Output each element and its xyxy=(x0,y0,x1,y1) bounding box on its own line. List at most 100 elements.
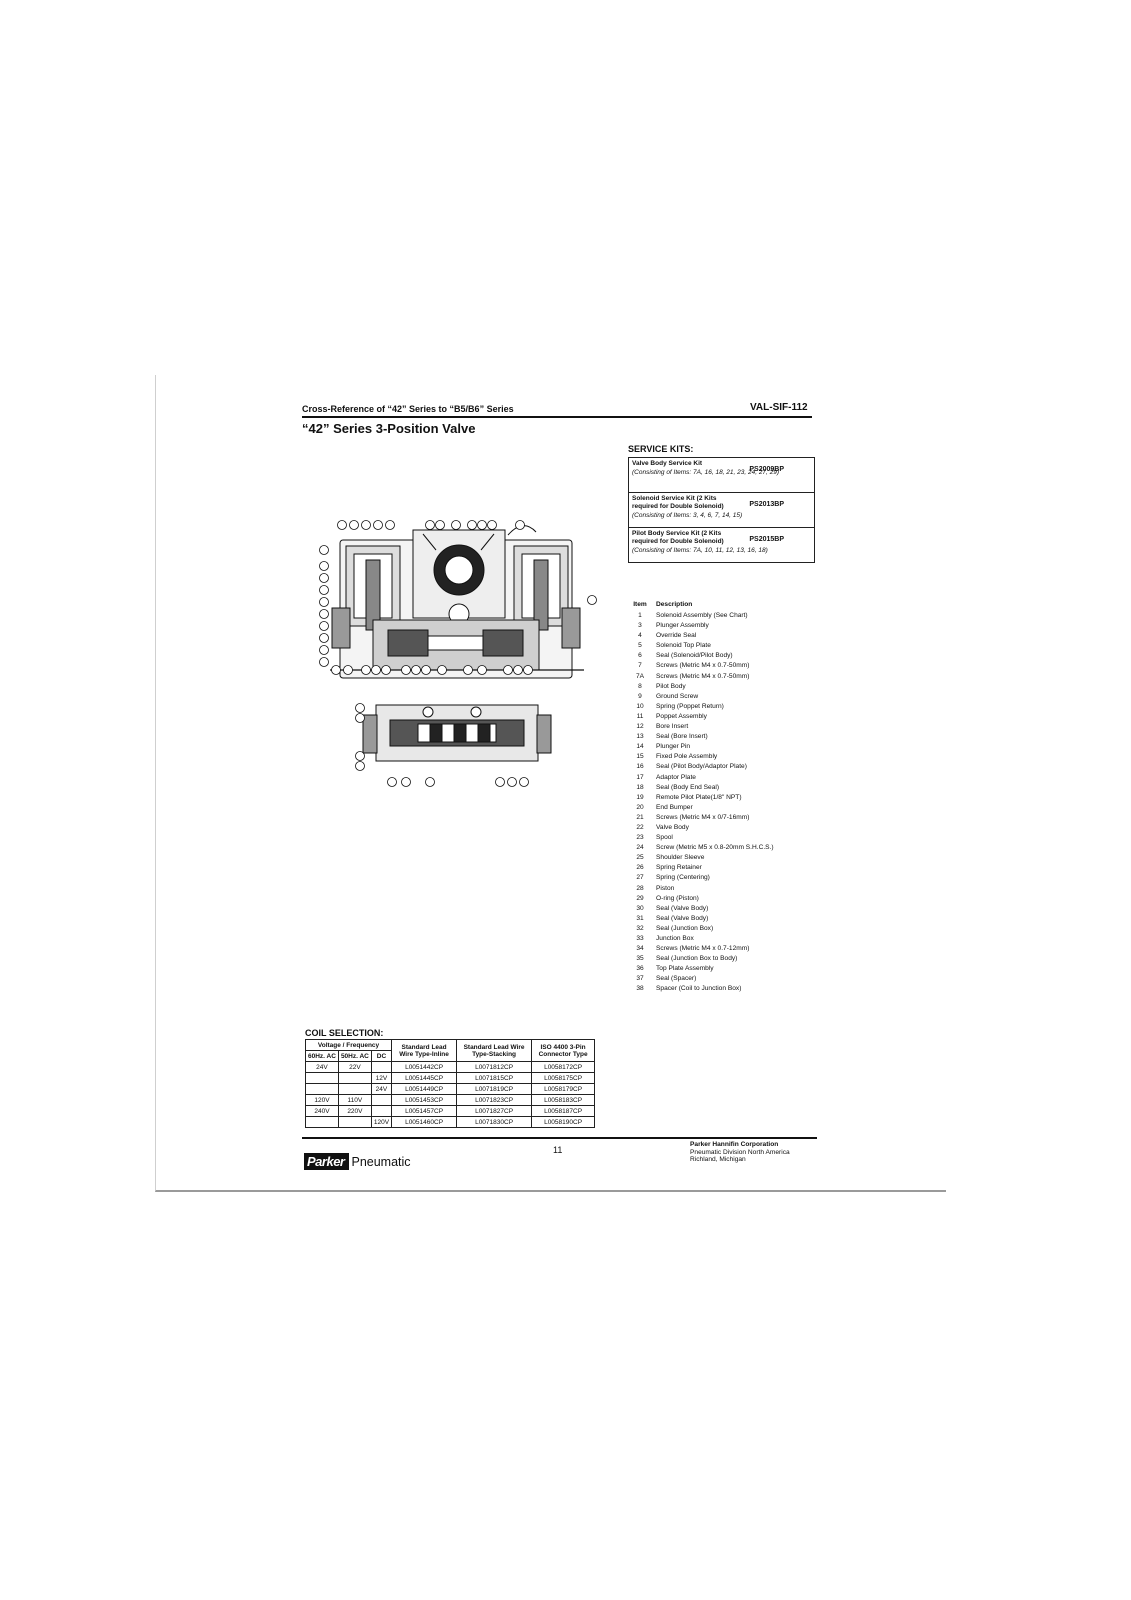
parts-list-row: 11 Poppet Assembly xyxy=(630,712,774,722)
service-kit-row: Solenoid Service Kit (2 Kits required fo… xyxy=(629,493,814,528)
item-description: Fixed Pole Assembly xyxy=(656,753,718,761)
iso-part: L0058187CP xyxy=(531,1105,596,1117)
parker-logo-mark: Parker xyxy=(304,1153,350,1170)
kit-name: Pilot Body Service Kit (2 Kits required … xyxy=(632,530,724,545)
item-description: Spring Retainer xyxy=(656,864,702,872)
item-description: Solenoid Top Plate xyxy=(656,642,711,650)
inline-part: L0051445CP xyxy=(391,1072,458,1084)
item-description: Seal (Spacer) xyxy=(656,975,697,983)
item-description: O-ring (Piston) xyxy=(656,894,699,902)
item-number: 11 xyxy=(636,712,644,720)
item-description: Bore Insert xyxy=(656,723,689,731)
hz50-value: 220V xyxy=(337,1105,372,1117)
parker-logo-word: Pneumatic xyxy=(351,1154,411,1169)
service-kit-row: Pilot Body Service Kit (2 Kits required … xyxy=(629,528,814,562)
hz60-value: 24V xyxy=(305,1061,339,1073)
item-number: 4 xyxy=(638,632,642,640)
item-number: 33 xyxy=(636,935,644,942)
item-number: 17 xyxy=(636,773,644,781)
item-description: End Bumper xyxy=(656,803,693,811)
item-number: 26 xyxy=(636,864,644,872)
item-number: 14 xyxy=(636,743,644,751)
item-number: 35 xyxy=(636,955,644,963)
stacking-header: Standard Lead Wire Type-Stacking xyxy=(456,1039,533,1062)
item-number: 3 xyxy=(638,622,642,630)
dc-value: 120V xyxy=(370,1116,393,1128)
iso-part: L0058172CP xyxy=(531,1061,596,1073)
service-kits-table: Valve Body Service Kit PS2009BP (Consist… xyxy=(628,457,815,563)
item-description: Poppet Assembly xyxy=(656,712,707,720)
item-number: 22 xyxy=(636,823,644,831)
inline-part: L0051457CP xyxy=(391,1105,458,1117)
item-number: 27 xyxy=(636,874,644,882)
stacking-part: L0071819CP xyxy=(456,1083,533,1095)
corp-division: Pneumatic Division North America xyxy=(690,1148,790,1156)
item-number: 36 xyxy=(636,965,644,973)
service-kits-heading: SERVICE KITS: xyxy=(628,444,694,454)
item-number: 38 xyxy=(636,985,644,993)
iso-part: L0058190CP xyxy=(531,1116,596,1128)
coil-selection-table: Voltage / Frequency Standard Lead Wire T… xyxy=(304,1039,596,1128)
inline-part: L0051453CP xyxy=(391,1094,458,1106)
50hz-header: 50Hz. AC xyxy=(337,1050,372,1062)
kit-name: Solenoid Service Kit (2 Kits required fo… xyxy=(632,495,724,510)
page-title: “42” Series 3-Position Valve xyxy=(302,421,476,436)
hz50-value: 22V xyxy=(337,1061,372,1073)
item-number: 13 xyxy=(636,733,644,741)
hz60-value xyxy=(305,1116,339,1128)
document-code: VAL-SIF-112 xyxy=(750,402,808,413)
item-number: 6 xyxy=(638,652,642,660)
item-description: Screws (Metric M4 x 0.7-50mm) xyxy=(656,662,750,670)
iso-connector-header: ISO 4400 3-Pin Connector Type xyxy=(531,1039,596,1062)
item-number: 20 xyxy=(636,803,644,811)
corp-name: Parker Hannifin Corporation xyxy=(690,1141,779,1148)
item-column-header: Item xyxy=(633,601,647,608)
iso-part: L0058175CP xyxy=(531,1072,596,1084)
kit-contents: (Consisting of Items: 7A, 16, 18, 21, 23… xyxy=(632,469,780,476)
item-description: Spring (Poppet Return) xyxy=(656,702,724,710)
kit-part-number: PS2015BP xyxy=(749,536,784,543)
kit-contents: (Consisting of Items: 7A, 10, 11, 12, 13… xyxy=(632,547,768,554)
item-description: Seal (Pilot Body/Adaptor Plate) xyxy=(656,763,747,771)
parts-list-row: 20 End Bumper xyxy=(630,803,774,813)
dc-value: 24V xyxy=(370,1083,393,1095)
item-description: Screws (Metric M4 x 0.7-50mm) xyxy=(656,672,750,680)
page-number: 11 xyxy=(553,1145,563,1155)
voltage-frequency-header: Voltage / Frequency xyxy=(304,1039,393,1051)
dc-value xyxy=(370,1094,393,1106)
hz50-value xyxy=(337,1116,372,1128)
item-number: 24 xyxy=(636,844,644,852)
item-number: 29 xyxy=(636,894,644,902)
item-number: 23 xyxy=(636,834,644,842)
inline-part: L0051449CP xyxy=(391,1083,458,1095)
item-description: Remote Pilot Plate(1/8" NPT) xyxy=(656,793,742,801)
item-number: 30 xyxy=(636,904,644,912)
item-description: Ground Screw xyxy=(656,692,699,700)
footer-rule xyxy=(302,1137,817,1139)
